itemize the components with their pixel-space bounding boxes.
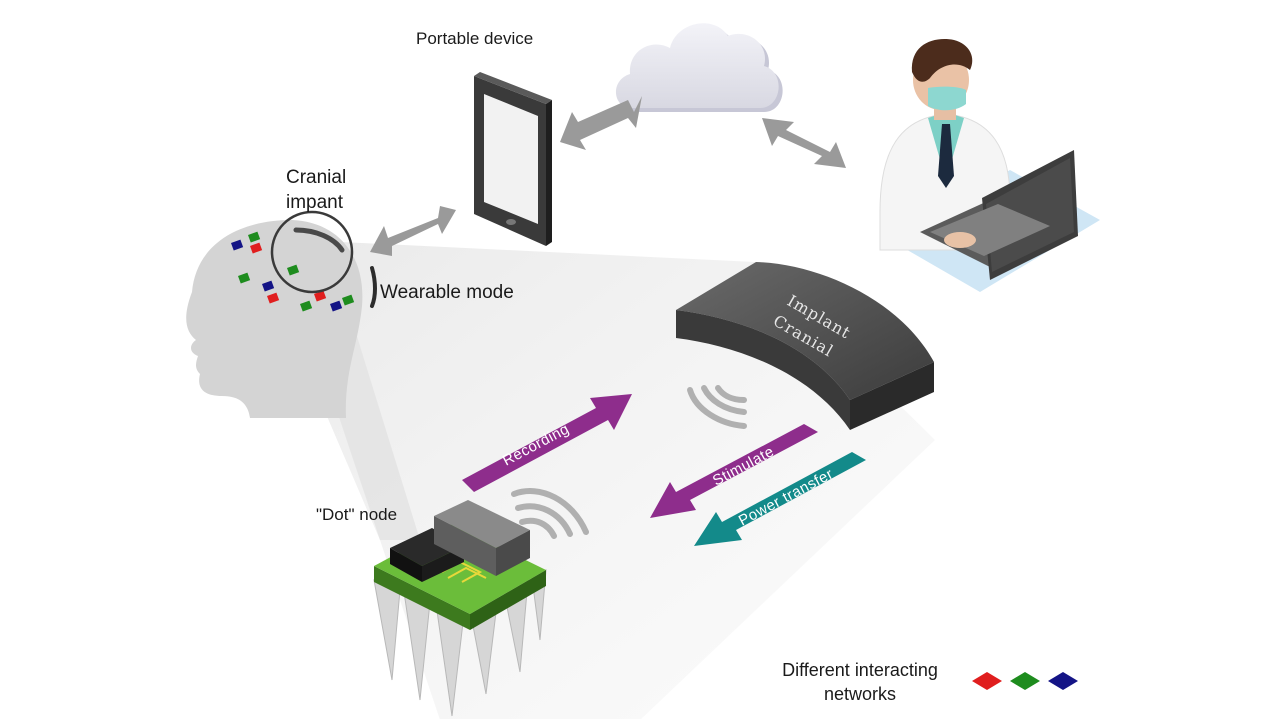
- wearable-bracket: [370, 266, 377, 308]
- head-profile-icon: [186, 220, 363, 418]
- legend-label-line2: networks: [824, 684, 896, 704]
- network-nodes-on-head: [231, 231, 355, 312]
- doctor-at-laptop-icon: [879, 39, 1100, 292]
- dot-node-chip-icon: [373, 500, 547, 717]
- legend-swatch-blue: [1048, 672, 1078, 690]
- legend: Different interacting networks: [782, 660, 1078, 704]
- legend-swatch-green: [1010, 672, 1040, 690]
- cranial-impant-label-line1: Cranial: [286, 167, 346, 188]
- wireless-signal-icon-node: [511, 488, 589, 539]
- cranial-implant-box-icon: Cranial Implant: [676, 262, 934, 430]
- cranial-impant-highlight: [270, 210, 377, 308]
- wearable-mode-label: Wearable mode: [380, 282, 514, 303]
- legend-swatch-red: [972, 672, 1002, 690]
- link-arrow-head-tablet: [370, 206, 456, 256]
- link-arrow-tablet-cloud: [560, 96, 642, 150]
- portable-device-label: Portable device: [416, 29, 533, 48]
- dot-node-label: "Dot" node: [316, 505, 397, 524]
- link-arrow-cloud-doctor: [762, 118, 846, 168]
- legend-label-line1: Different interacting: [782, 660, 938, 680]
- cranial-impant-label-line2: impant: [286, 192, 344, 213]
- tablet-icon: [474, 72, 552, 246]
- cloud-icon: [615, 23, 783, 112]
- wireless-signal-icon-implant: [687, 385, 747, 429]
